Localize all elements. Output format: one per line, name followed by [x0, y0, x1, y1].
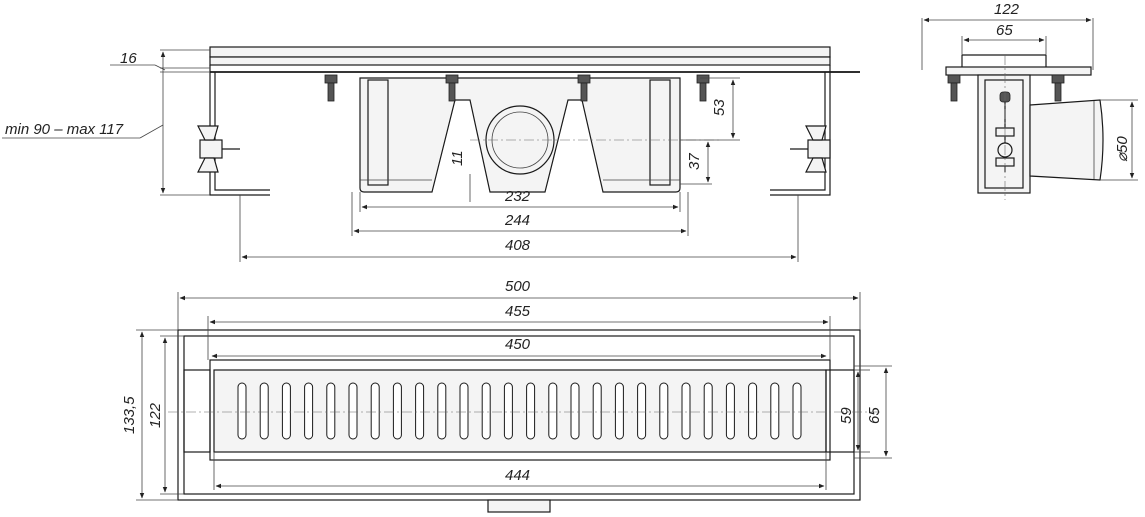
dim-inner-length: 444 [505, 467, 530, 484]
dim-overall-length: 500 [505, 278, 531, 295]
grate-slot [592, 382, 602, 440]
grate-slot [259, 382, 269, 440]
grate-slot [326, 382, 336, 440]
grate-slot [370, 382, 380, 440]
grate-slot [770, 382, 780, 440]
dim-outlet-rise: 11 [449, 150, 466, 166]
grate-slot [237, 382, 247, 440]
grate-slot [614, 382, 624, 440]
top-grate [213, 369, 827, 453]
front-view: 16 min 90 – max 117 53 37 11 232 244 408 [2, 46, 860, 262]
grate-slot [437, 382, 447, 440]
grate-slot [548, 382, 558, 440]
grate-slot [659, 382, 669, 440]
dim-channel-width: 65 [866, 407, 883, 424]
grate-slot [748, 382, 758, 440]
right-wing-nut-icon [790, 125, 831, 173]
grate-slot [725, 382, 735, 440]
top-outlet-stub [487, 499, 551, 513]
dim-grate-length: 450 [505, 336, 531, 353]
grate-slot [481, 382, 491, 440]
grate-slot [637, 382, 647, 440]
front-grate [209, 46, 831, 58]
dim-top-offset: 53 [711, 99, 728, 116]
dim-body-width: 244 [504, 212, 530, 229]
dim-top-frame-width: 122 [147, 402, 164, 428]
grate-slot [348, 382, 358, 440]
dim-side-overall-width: 122 [994, 1, 1020, 18]
right-support-bracket [770, 72, 831, 196]
side-view: 122 65 ⌀50 [921, 1, 1138, 200]
dim-top-overall-width: 133,5 [121, 396, 138, 434]
grate-slots [237, 382, 802, 440]
front-bolts [324, 74, 710, 102]
dim-flange-thickness: 16 [120, 50, 137, 67]
left-wing-nut-icon [197, 125, 240, 173]
dim-support-span: 408 [505, 237, 531, 254]
dim-grate-width: 59 [838, 407, 855, 424]
grate-slot [526, 382, 536, 440]
side-outlet-pipe [1029, 99, 1104, 181]
grate-slot [304, 382, 314, 440]
dim-inner-width: 232 [504, 188, 531, 205]
grate-slot [792, 382, 802, 440]
side-flange [945, 66, 1092, 76]
dim-side-body-width: 65 [996, 22, 1013, 39]
grate-slot [459, 382, 469, 440]
grate-slot [681, 382, 691, 440]
dim-outlet-diameter: ⌀50 [1114, 136, 1131, 162]
left-support-bracket [209, 72, 270, 196]
grate-slot [415, 382, 425, 440]
grate-slot [503, 382, 513, 440]
grate-slot [392, 382, 402, 440]
dim-height-range: min 90 – max 117 [5, 121, 124, 138]
dim-frame-length: 455 [505, 303, 531, 320]
dim-outlet-offset: 37 [686, 153, 703, 170]
top-view: 500 455 450 444 133,5 122 59 65 [121, 278, 892, 513]
grate-slot [570, 382, 580, 440]
grate-slot [703, 382, 713, 440]
grate-slot [281, 382, 291, 440]
